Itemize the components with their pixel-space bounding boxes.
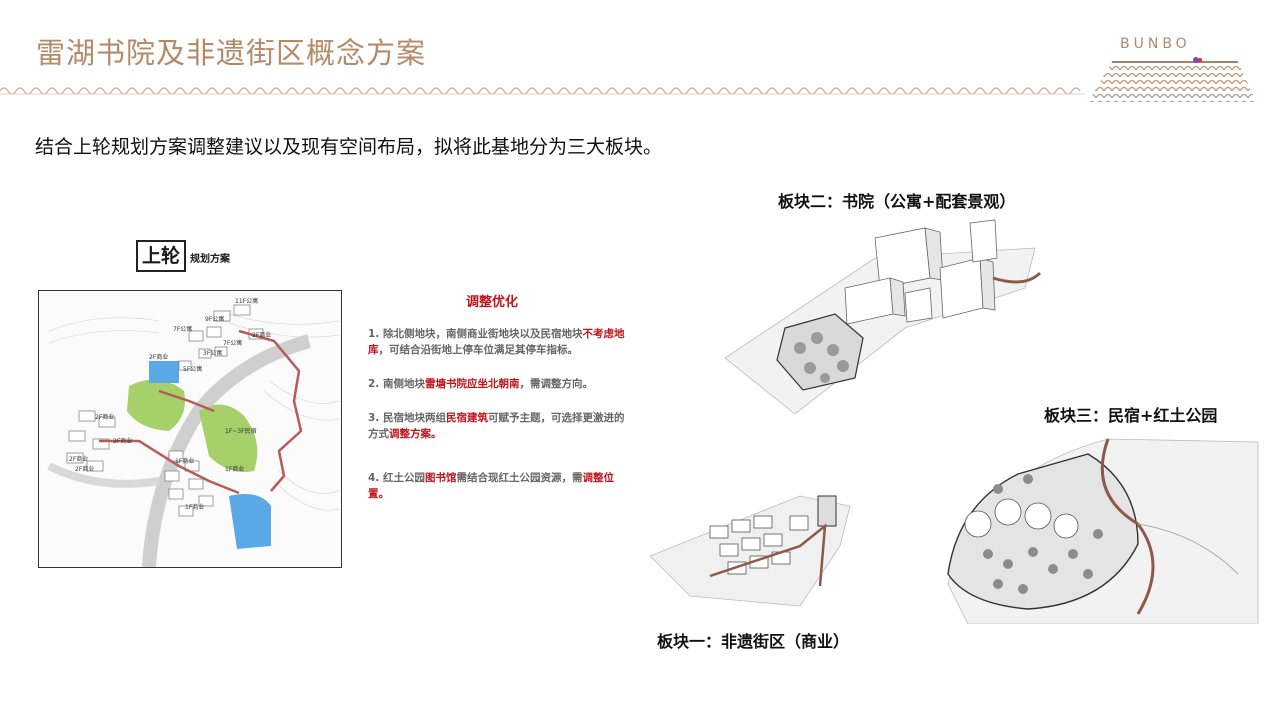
- roof-tiles-logo-icon: [1088, 57, 1256, 102]
- optimization-item: 3. 民宿地块两组民宿建筑可赋予主题，可选择更激进的方式调整方案。: [368, 410, 630, 442]
- block-3-axonometric: [947, 438, 1259, 624]
- previous-plan-heading: 上轮规划方案: [136, 240, 230, 272]
- item-text: 红土公园: [382, 472, 425, 484]
- map-label: 1F~3F民宿: [225, 427, 257, 435]
- header-divider: [0, 87, 1085, 95]
- map-label: 2F商业: [149, 353, 168, 361]
- map-label: 9F公寓: [205, 315, 224, 323]
- block-2-label: 板块二：书院（公寓+配套景观）: [778, 192, 1016, 211]
- item-text: 民宿地块两组: [382, 412, 446, 424]
- item-highlight: 调整位置。: [368, 472, 614, 500]
- map-label: 3F公寓: [203, 349, 222, 357]
- map-label: 7F公寓: [223, 339, 242, 347]
- map-label: 2F商业: [252, 331, 271, 339]
- item-text: ，需调整方向。: [519, 378, 593, 390]
- map-label: 5F公寓: [183, 365, 202, 373]
- intro-text: 结合上轮规划方案调整建议以及现有空间布局，拟将此基地分为三大板块。: [35, 136, 663, 158]
- map-label: 2F商业: [75, 465, 94, 473]
- optimization-item: 4. 红土公园图书馆需结合现红土公园资源，需调整位置。: [368, 470, 630, 502]
- map-label: 1F商业: [175, 457, 194, 465]
- item-number: 3.: [368, 412, 380, 424]
- item-text: 除北侧地块，南侧商业街地块以及民宿地块: [382, 328, 583, 340]
- optimization-title: 调整优化: [466, 295, 519, 310]
- block-1-axonometric: [650, 495, 851, 607]
- optimization-list: 1. 除北侧地块，南侧商业街地块以及民宿地块不考虑地库，可结合沿街地上停车位满足…: [368, 326, 630, 520]
- optimization-item: 1. 除北侧地块，南侧商业街地块以及民宿地块不考虑地库，可结合沿街地上停车位满足…: [368, 326, 630, 358]
- item-highlight: 图书馆: [424, 472, 457, 484]
- item-highlight: 调整方案。: [389, 428, 442, 440]
- site-plan-drawing: 11F公寓 7F公寓 9F公寓 2F商业 7F公寓 3F公寓 5F公寓 2F商业…: [39, 291, 341, 567]
- brand-logo-text: BUNBO: [1120, 36, 1191, 52]
- page-title: 雷湖书院及非遗街区概念方案: [36, 36, 427, 70]
- item-highlight: 雷塘书院应坐北朝南: [424, 378, 520, 390]
- block-3-label: 板块三：民宿+红土公园: [1044, 406, 1218, 425]
- item-number: 1.: [368, 328, 380, 340]
- map-label: 2F商业: [95, 413, 114, 421]
- previous-plan-heading-small: 规划方案: [190, 254, 231, 265]
- map-label: 7F公寓: [173, 325, 192, 333]
- block-1-label: 板块一：非遗街区（商业）: [657, 632, 850, 651]
- map-label: 1F商业: [185, 503, 204, 511]
- previous-plan-heading-big: 上轮: [136, 240, 187, 272]
- map-label: 2F商业: [69, 455, 88, 463]
- item-text: 可赋予主题，可选择更激进的方式: [368, 412, 625, 440]
- map-label: 11F公寓: [235, 297, 258, 305]
- previous-plan-map: 11F公寓 7F公寓 9F公寓 2F商业 7F公寓 3F公寓 5F公寓 2F商业…: [38, 290, 342, 568]
- item-text: ，可结合沿街地上停车位满足其停车指标。: [378, 344, 579, 356]
- map-label: 1F商业: [225, 465, 244, 473]
- block-2-axonometric: [725, 219, 1042, 414]
- item-highlight: 不考虑地库: [368, 328, 625, 356]
- item-text: 南侧地块: [382, 378, 425, 390]
- item-number: 2.: [368, 378, 380, 390]
- optimization-item: 2. 南侧地块雷塘书院应坐北朝南，需调整方向。: [368, 376, 630, 392]
- item-number: 4.: [368, 472, 380, 484]
- map-labels: 11F公寓 7F公寓 9F公寓 2F商业 7F公寓 3F公寓 5F公寓 2F商业…: [69, 297, 271, 511]
- item-highlight: 民宿建筑: [445, 412, 488, 424]
- map-label: 2F商业: [113, 437, 132, 445]
- item-text: 需结合现红土公园资源，需: [456, 472, 583, 484]
